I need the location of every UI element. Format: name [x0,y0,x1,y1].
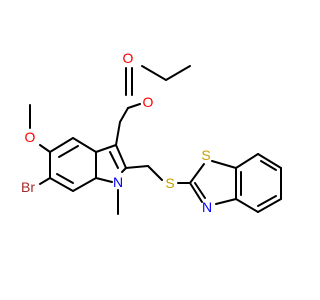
atom-label-br: Br [21,179,35,195]
bond [125,165,149,169]
atom-label-o-methoxy: O [25,129,36,145]
atom-label-n-thiazole: N [202,199,212,215]
atom-label-o-ester: O [143,94,154,110]
bond [141,65,167,81]
bond [257,198,282,213]
atom-label-o-carbonyl: O [123,50,134,66]
bond [72,177,97,192]
bond [115,144,127,169]
bond [235,153,259,169]
molecule-structure-diagram: O O O Br N S S N [21,50,282,215]
bond [95,144,117,153]
atom-label-n-indole: N [113,174,123,190]
bond [127,103,141,109]
bond [56,173,74,184]
bond [39,177,51,185]
bond [260,160,277,171]
bond [119,107,129,123]
bond [49,177,74,192]
bond [165,65,191,81]
bond [95,177,113,183]
bond [115,121,121,146]
atom-label-s-thiazole: S [201,147,210,163]
bond [72,137,97,153]
bond [39,144,51,153]
atom-label-s-thioether: S [165,175,174,191]
bond [235,198,259,213]
bond-lines [29,65,282,215]
bond [58,145,79,158]
bond [257,195,277,207]
bond [109,151,119,169]
bond [49,137,74,153]
bond [211,160,237,169]
bond [257,153,282,169]
bond [147,165,163,181]
atom-labels: O O O Br N S S N [21,50,212,215]
bond [215,198,237,205]
bond [189,182,203,203]
bond [194,182,206,199]
bond [189,163,205,184]
